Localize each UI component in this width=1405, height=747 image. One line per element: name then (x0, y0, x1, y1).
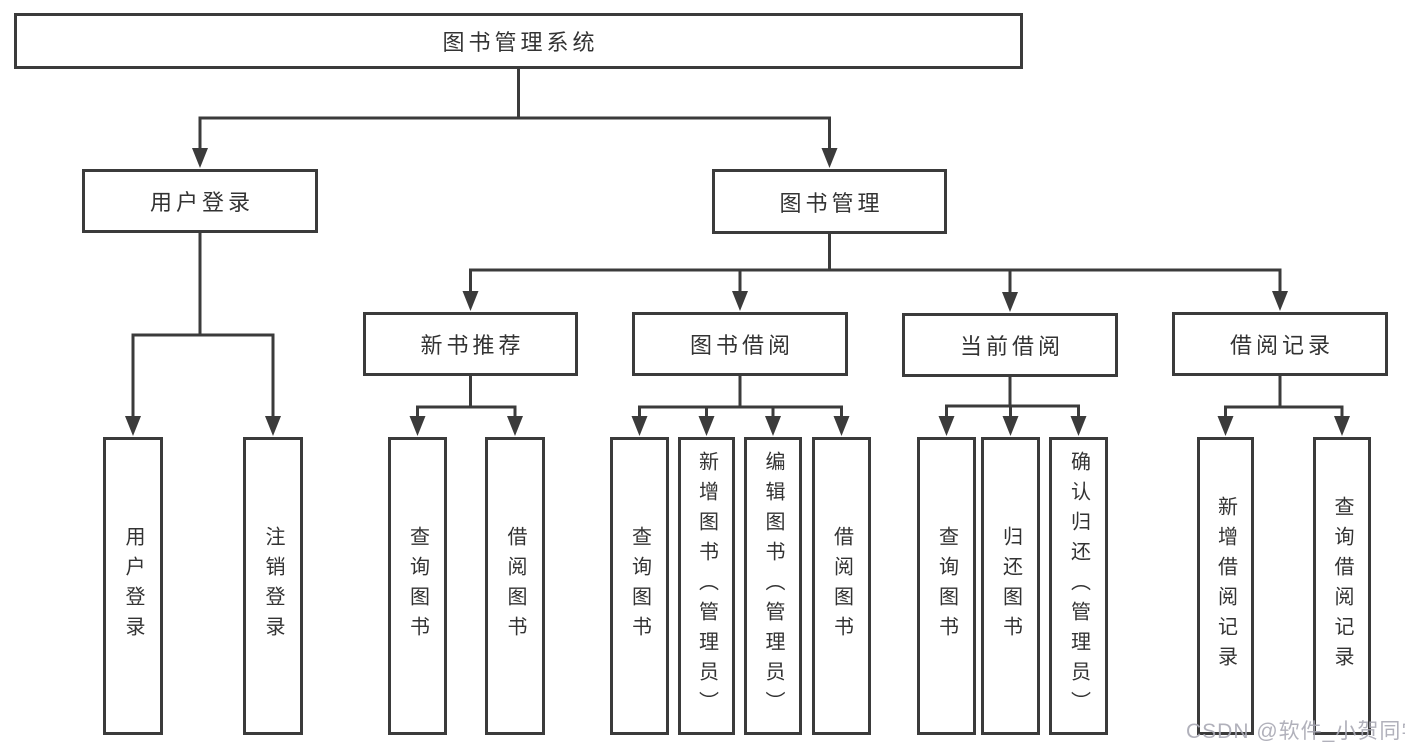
node-label: 用户登录 (149, 190, 254, 215)
arrowhead-icon (732, 291, 748, 311)
node-records: 借阅记录 (1172, 312, 1388, 376)
node-label: 归还图书 (999, 526, 1022, 646)
node-current: 当前借阅 (902, 313, 1118, 377)
node-label: 确认归还（管理员） (1067, 451, 1090, 721)
node-label: 借阅图书 (830, 526, 853, 646)
arrowhead-icon (765, 416, 781, 436)
node-label: 查询图书 (406, 526, 429, 646)
node-leaf-bw-borrow: 借阅图书 (812, 437, 871, 735)
node-borrow: 图书借阅 (632, 312, 848, 376)
node-label: 编辑图书（管理员） (762, 451, 784, 721)
arrowhead-icon (938, 416, 955, 436)
arrowhead-icon (125, 416, 141, 436)
node-leaf-bw-edit: 编辑图书（管理员） (744, 437, 802, 735)
node-leaf-cur-return: 归还图书 (981, 437, 1040, 735)
node-label: 新增图书（管理员） (695, 451, 718, 721)
arrowhead-icon (1272, 291, 1288, 311)
node-label: 当前借阅 (959, 334, 1064, 359)
node-label: 新增借阅记录 (1214, 496, 1237, 676)
node-newbook: 新书推荐 (363, 312, 578, 376)
node-label: 借阅图书 (504, 526, 526, 646)
node-bookmgmt: 图书管理 (712, 169, 947, 234)
node-leaf-user-login: 用户登录 (103, 437, 163, 735)
arrowhead-icon (1334, 416, 1350, 436)
arrowhead-icon (631, 416, 648, 436)
arrowhead-icon (821, 148, 838, 168)
node-leaf-rec-query: 查询借阅记录 (1313, 437, 1371, 735)
arrowhead-icon (833, 416, 850, 436)
node-label: 借阅记录 (1229, 333, 1334, 358)
arrowhead-icon (192, 148, 208, 168)
node-label: 注销登录 (262, 526, 284, 646)
arrowhead-icon (698, 416, 715, 436)
arrowhead-icon (265, 416, 281, 436)
watermark-text: CSDN @软件_小贺同学 (1186, 720, 1405, 743)
node-leaf-cur-confirm: 确认归还（管理员） (1049, 437, 1108, 735)
node-label: 查询借阅记录 (1331, 496, 1353, 676)
node-label: 图书借阅 (689, 333, 794, 358)
node-leaf-bw-query: 查询图书 (610, 437, 669, 735)
node-leaf-nb-borrow: 借阅图书 (485, 437, 545, 735)
arrowhead-icon (1002, 416, 1019, 436)
node-root: 图书管理系统 (14, 13, 1023, 69)
node-leaf-bw-add: 新增图书（管理员） (678, 437, 735, 735)
node-login: 用户登录 (82, 169, 318, 233)
node-label: 查询图书 (935, 526, 958, 646)
arrowhead-icon (1002, 292, 1018, 312)
node-label: 用户登录 (122, 526, 144, 646)
arrowhead-icon (507, 416, 523, 436)
node-leaf-logout: 注销登录 (243, 437, 303, 735)
node-label: 新书推荐 (420, 333, 525, 358)
node-label: 查询图书 (628, 526, 651, 646)
arrowhead-icon (462, 291, 479, 311)
arrowhead-icon (1070, 416, 1087, 436)
arrowhead-icon (409, 416, 426, 436)
arrowhead-icon (1217, 416, 1234, 436)
node-leaf-cur-query: 查询图书 (917, 437, 976, 735)
node-label: 图书管理系统 (442, 30, 599, 55)
node-leaf-nb-query: 查询图书 (388, 437, 447, 735)
node-label: 图书管理 (779, 190, 884, 216)
node-leaf-rec-add: 新增借阅记录 (1197, 437, 1254, 735)
